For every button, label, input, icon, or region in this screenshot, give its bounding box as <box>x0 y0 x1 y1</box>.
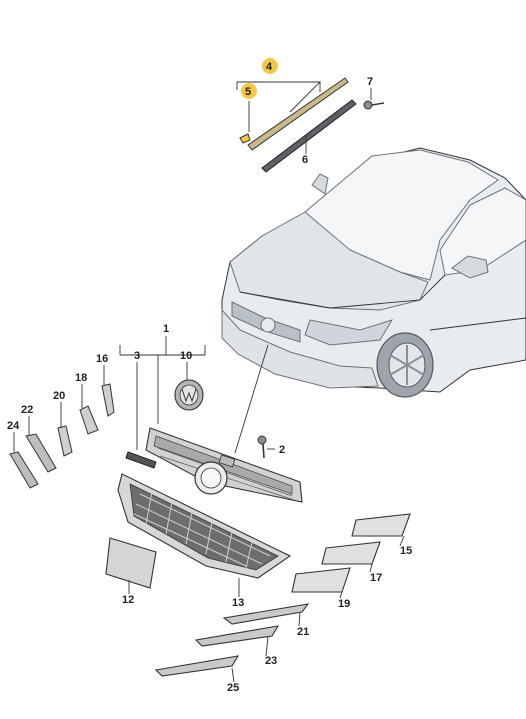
right-frames <box>291 513 411 593</box>
roof-strips <box>239 77 385 173</box>
screw-7-icon <box>363 100 385 110</box>
callout-25: 25 <box>227 682 239 694</box>
callout-13: 13 <box>232 597 244 609</box>
car-emblem <box>260 317 276 333</box>
clip-5-icon <box>239 133 251 144</box>
car-wheel <box>376 332 434 398</box>
plate-holder-12 <box>105 537 157 589</box>
callout-22: 22 <box>21 404 33 416</box>
callout-18: 18 <box>75 372 87 384</box>
callout-19: 19 <box>338 598 350 610</box>
car-illustration <box>221 147 526 398</box>
callout-10: 10 <box>180 350 192 362</box>
car-side-window <box>439 187 526 276</box>
callout-23: 23 <box>265 655 277 667</box>
left-trims <box>9 383 115 489</box>
roof-strip-6 <box>261 99 357 173</box>
car-mirror-small <box>311 173 329 195</box>
trim-18 <box>79 405 99 435</box>
lower-grille-13 <box>117 473 292 579</box>
trim-22 <box>25 433 57 473</box>
car-front-bumper <box>221 308 379 389</box>
leader-lines <box>13 81 405 683</box>
frame-15 <box>351 513 411 537</box>
callout-5-highlight <box>241 83 257 99</box>
callout-21: 21 <box>297 626 309 638</box>
roof-strip-4 <box>247 77 349 151</box>
frame-17 <box>321 541 381 565</box>
callout-3: 3 <box>134 350 140 362</box>
emblem-10-icon <box>174 379 204 411</box>
trim-16 <box>101 383 115 417</box>
car-mirror <box>451 255 489 279</box>
callout-5: 5 <box>245 86 251 98</box>
callout-24: 24 <box>7 420 20 432</box>
strip-21 <box>222 603 310 625</box>
callout-17: 17 <box>370 572 382 584</box>
frame-19 <box>291 567 351 593</box>
callout-2: 2 <box>279 444 285 456</box>
trim-20 <box>57 425 73 457</box>
strip-23 <box>194 625 280 647</box>
lower-strips <box>154 603 310 677</box>
callout-16: 16 <box>96 353 108 365</box>
trim-24 <box>9 451 39 489</box>
callout-4-highlight <box>262 58 278 74</box>
car-headlight <box>304 319 394 346</box>
badge-3 <box>125 451 157 469</box>
callout-7: 7 <box>367 76 373 88</box>
callout-4: 4 <box>266 61 273 73</box>
callout-1: 1 <box>163 323 169 335</box>
radiator-grille-1 <box>145 427 303 503</box>
screw-2-icon <box>257 435 267 459</box>
callout-15: 15 <box>400 545 412 557</box>
callout-labels: 1 2 3 4 5 6 7 10 12 13 15 16 17 18 19 20… <box>7 58 412 694</box>
callout-20: 20 <box>53 390 65 402</box>
callout-12: 12 <box>122 594 134 606</box>
car-hood <box>229 211 429 311</box>
strip-25 <box>154 655 240 677</box>
callout-6: 6 <box>302 154 308 166</box>
